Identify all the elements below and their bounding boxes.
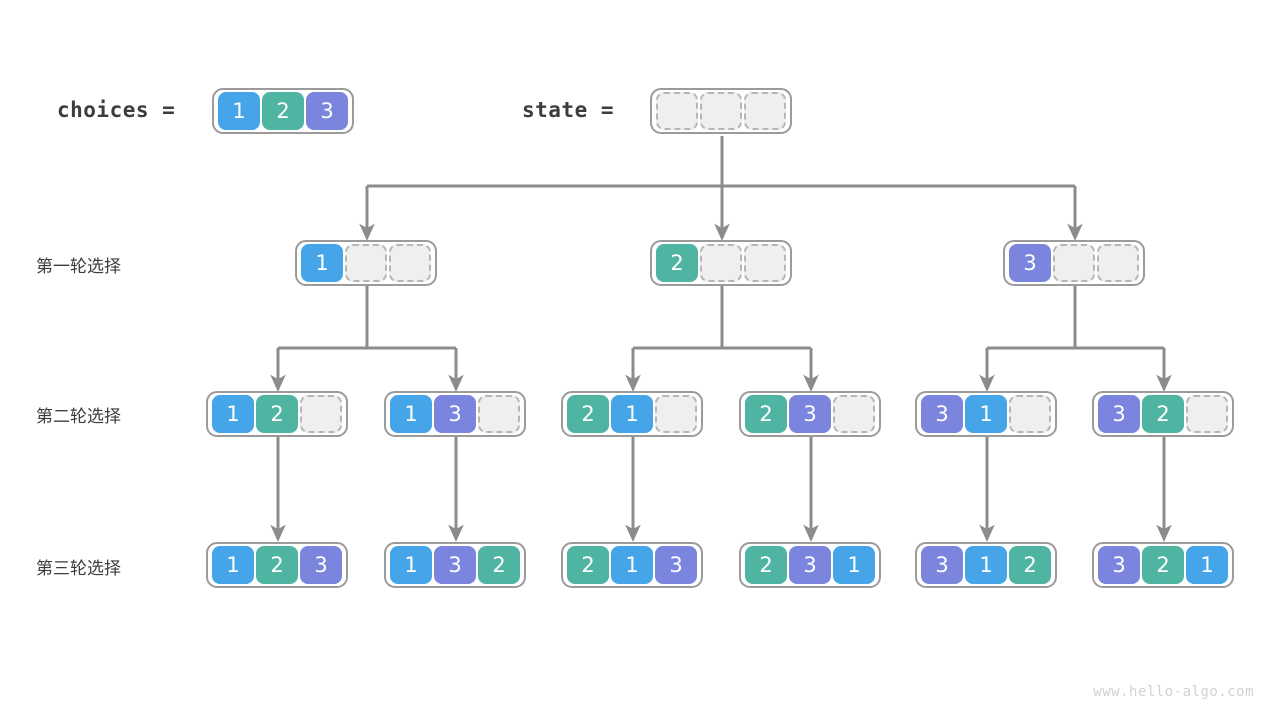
node-31-cell-2 xyxy=(1009,395,1051,433)
node-13-cell-0: 1 xyxy=(390,395,432,433)
node-32-cell-2 xyxy=(1186,395,1228,433)
node-2-cell-1 xyxy=(700,244,742,282)
node-231-cell-2: 1 xyxy=(833,546,875,584)
node-123-cell-2: 3 xyxy=(300,546,342,584)
row-label-round-3: 第三轮选择 xyxy=(36,559,121,579)
node-132-cell-1: 3 xyxy=(434,546,476,584)
node-321-cell-2: 1 xyxy=(1186,546,1228,584)
node-3-cell-2 xyxy=(1097,244,1139,282)
node-321-cell-0: 3 xyxy=(1098,546,1140,584)
node-21-cell-2 xyxy=(655,395,697,433)
node-321-cell-1: 2 xyxy=(1142,546,1184,584)
node-312-cell-0: 3 xyxy=(921,546,963,584)
row-label-round-1: 第一轮选择 xyxy=(36,257,121,277)
row-label-round-2: 第二轮选择 xyxy=(36,407,121,427)
node-312-cell-1: 1 xyxy=(965,546,1007,584)
node-21-cell-1: 1 xyxy=(611,395,653,433)
node-23-cell-2 xyxy=(833,395,875,433)
node-1-cell-0: 1 xyxy=(301,244,343,282)
level1-node-1: 2 xyxy=(650,240,792,286)
node-231-cell-0: 2 xyxy=(745,546,787,584)
choices-label: choices = xyxy=(57,98,176,122)
node-12-cell-1: 2 xyxy=(256,395,298,433)
node-3-cell-1 xyxy=(1053,244,1095,282)
node-1-cell-2 xyxy=(389,244,431,282)
level1-node-2: 3 xyxy=(1003,240,1145,286)
state-cell-1 xyxy=(700,92,742,130)
node-132-cell-2: 2 xyxy=(478,546,520,584)
node-3-cell-0: 3 xyxy=(1009,244,1051,282)
watermark: www.hello-algo.com xyxy=(1093,684,1254,700)
node-23-cell-0: 2 xyxy=(745,395,787,433)
node-123-cell-0: 1 xyxy=(212,546,254,584)
node-312-cell-2: 2 xyxy=(1009,546,1051,584)
state-cell-2 xyxy=(744,92,786,130)
node-2-cell-0: 2 xyxy=(656,244,698,282)
node-13-cell-2 xyxy=(478,395,520,433)
node-32-cell-0: 3 xyxy=(1098,395,1140,433)
choices-cell-2: 3 xyxy=(306,92,348,130)
state-cell-0 xyxy=(656,92,698,130)
node-213-cell-1: 1 xyxy=(611,546,653,584)
node-213-cell-0: 2 xyxy=(567,546,609,584)
node-31-cell-0: 3 xyxy=(921,395,963,433)
node-23-cell-1: 3 xyxy=(789,395,831,433)
state-array xyxy=(650,88,792,134)
node-12-cell-2 xyxy=(300,395,342,433)
node-32-cell-1: 2 xyxy=(1142,395,1184,433)
choices-cell-1: 2 xyxy=(262,92,304,130)
node-21-cell-0: 2 xyxy=(567,395,609,433)
node-13-cell-1: 3 xyxy=(434,395,476,433)
node-1-cell-1 xyxy=(345,244,387,282)
node-2-cell-2 xyxy=(744,244,786,282)
state-label: state = xyxy=(522,98,615,122)
node-213-cell-2: 3 xyxy=(655,546,697,584)
node-31-cell-1: 1 xyxy=(965,395,1007,433)
node-231-cell-1: 3 xyxy=(789,546,831,584)
node-123-cell-1: 2 xyxy=(256,546,298,584)
choices-cell-0: 1 xyxy=(218,92,260,130)
level1-node-0: 1 xyxy=(295,240,437,286)
node-132-cell-0: 1 xyxy=(390,546,432,584)
node-12-cell-0: 1 xyxy=(212,395,254,433)
